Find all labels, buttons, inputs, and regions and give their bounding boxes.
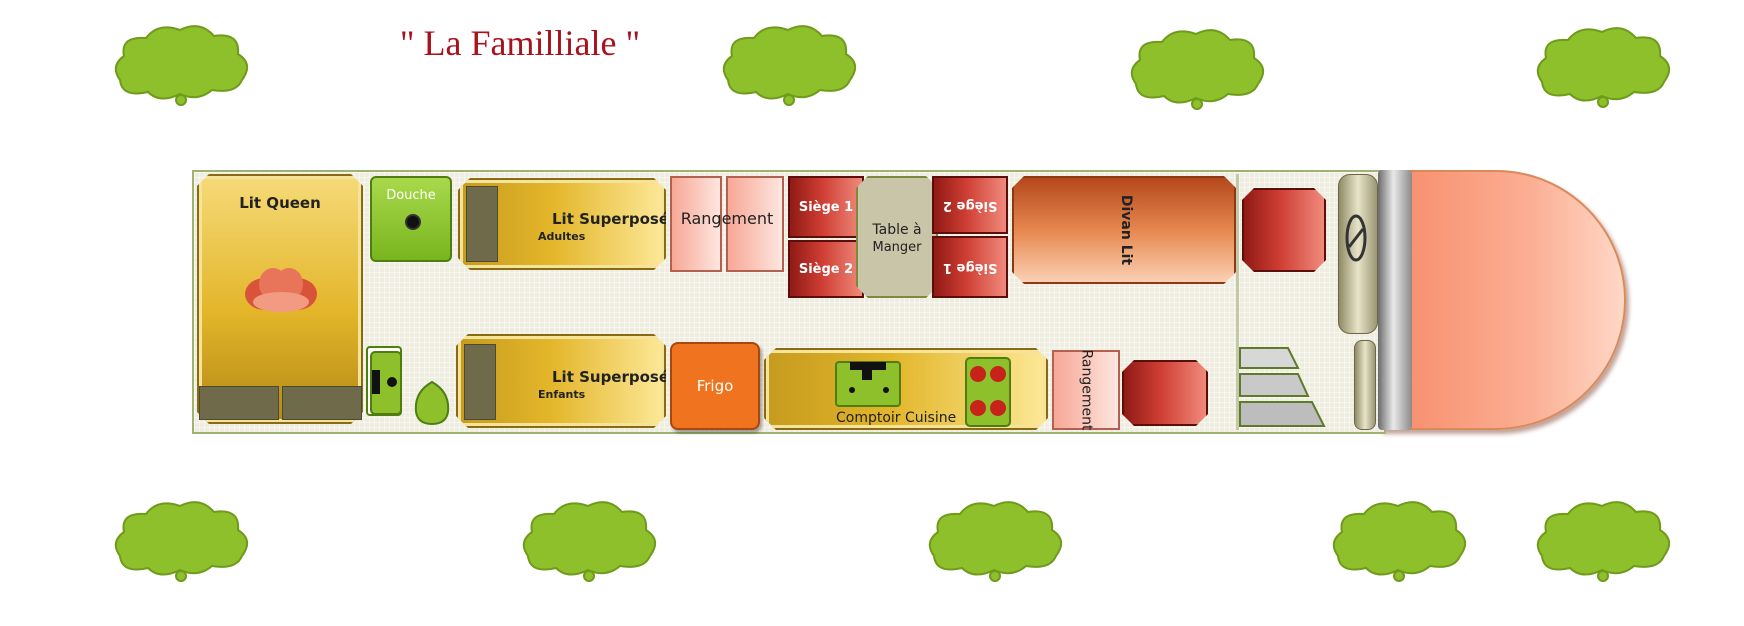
storage-cabinet[interactable] xyxy=(670,176,722,272)
storage-2-label: Rangement xyxy=(1078,349,1094,431)
seat-1-right[interactable]: Siège 1 xyxy=(932,236,1008,298)
queen-bed[interactable]: Lit Queen xyxy=(197,174,363,424)
door-panel xyxy=(1354,340,1376,430)
shower[interactable]: Douche xyxy=(370,176,452,262)
seat-1-left-label: Siège 1 xyxy=(798,199,854,215)
storage-cabinet[interactable] xyxy=(726,176,784,272)
bunk-pillow xyxy=(466,186,498,262)
queen-bed-label: Lit Queen xyxy=(239,194,321,212)
fridge-label: Frigo xyxy=(696,377,734,395)
seat-2-right[interactable]: Siège 2 xyxy=(932,176,1008,234)
tree-icon xyxy=(1326,494,1472,584)
tree-icon xyxy=(108,494,254,584)
dining-table-label-2: Manger xyxy=(872,240,922,255)
page-title: " La Familliale " xyxy=(399,23,641,63)
seat-2-left-label: Siège 2 xyxy=(798,261,854,277)
bunk-pillow xyxy=(464,344,496,420)
dining-table-label-1: Table à xyxy=(872,222,922,238)
tree-icon xyxy=(922,494,1068,584)
seat-1-left[interactable]: Siège 1 xyxy=(788,176,864,238)
bunk-bed-children-sub: Enfants xyxy=(538,388,586,401)
tree-icon xyxy=(716,18,862,108)
flower-icon xyxy=(243,264,319,316)
bunk-bed-children-label: Lit Superposé xyxy=(552,368,670,386)
bunk-bed-adults-label: Lit Superposé xyxy=(552,210,670,228)
tree-icon xyxy=(1530,494,1676,584)
tree-icon xyxy=(516,494,662,584)
stairs-icon xyxy=(1236,344,1332,432)
cab-divider xyxy=(1236,174,1239,430)
toilet-icon xyxy=(412,380,452,426)
queen-pillow xyxy=(199,386,279,420)
kitchen-sink-icon xyxy=(834,360,902,408)
dining-table[interactable]: Table à Manger xyxy=(856,176,938,298)
tree-icon xyxy=(1530,20,1676,110)
tree-icon xyxy=(1124,22,1270,112)
queen-pillow xyxy=(282,386,362,420)
drain-icon xyxy=(405,214,421,230)
shower-label: Douche xyxy=(386,188,436,203)
sofa-bed-label: Divan Lit xyxy=(1118,194,1134,266)
seat-1-right-label: Siège 1 xyxy=(942,259,998,275)
front-seat-right[interactable] xyxy=(1122,360,1208,426)
fridge[interactable]: Frigo xyxy=(670,342,760,430)
sofa-bed[interactable]: Divan Lit xyxy=(1012,176,1236,284)
stove-icon xyxy=(964,356,1012,428)
steering-wheel-icon[interactable] xyxy=(1345,213,1367,263)
driver-console xyxy=(1338,174,1378,334)
storage-cabinet-2[interactable]: Rangement xyxy=(1052,349,1120,431)
bus-nose xyxy=(1380,170,1626,430)
seat-2-right-label: Siège 2 xyxy=(942,197,998,213)
tree-icon xyxy=(108,18,254,108)
windshield xyxy=(1378,170,1412,430)
sink-icon xyxy=(366,346,402,416)
bunk-bed-adults-sub: Adultes xyxy=(538,230,586,243)
storage-label: Rangement xyxy=(680,208,774,228)
passenger-seat[interactable] xyxy=(1242,188,1326,272)
kitchen-counter-label: Comptoir Cuisine xyxy=(836,410,957,426)
seat-2-left[interactable]: Siège 2 xyxy=(788,240,864,298)
